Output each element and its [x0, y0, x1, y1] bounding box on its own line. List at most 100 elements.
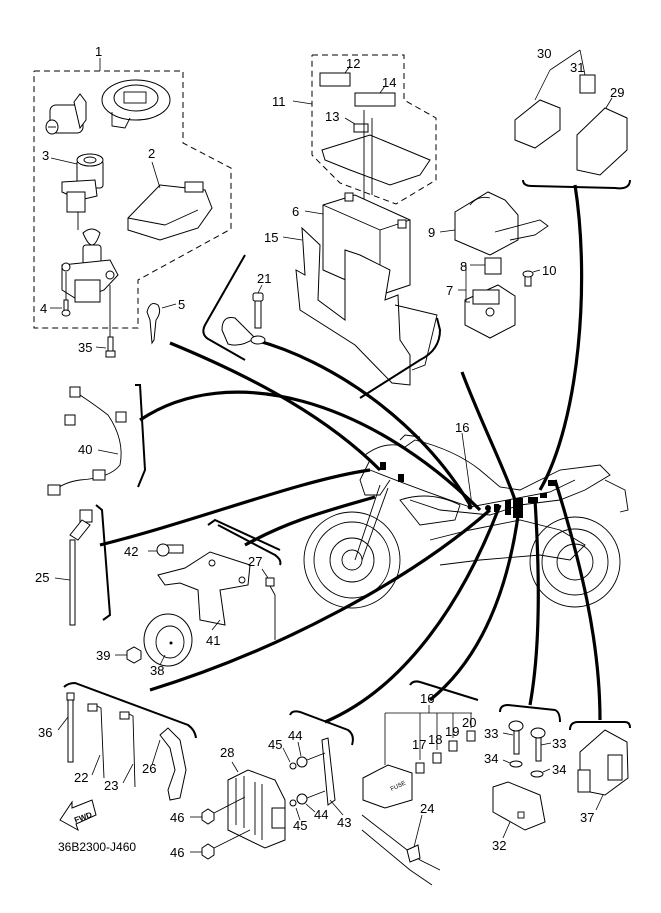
callout-42: 42 — [124, 544, 138, 559]
fuse-box-16 — [362, 764, 413, 809]
main-switch: 3 — [42, 148, 104, 230]
fuse-19 — [448, 740, 458, 752]
callout-38: 38 — [150, 663, 164, 678]
damper-13 — [353, 123, 369, 133]
callout-32: 32 — [492, 838, 506, 853]
callout-36: 36 — [38, 725, 52, 740]
callout-10: 10 — [542, 263, 556, 278]
battery-group-bracket — [359, 317, 442, 399]
battery-band — [321, 134, 431, 186]
damper-45-upper — [289, 762, 297, 770]
nut-46-upper — [201, 808, 215, 825]
connector-relay-group: 30 31 29 — [514, 46, 631, 190]
callout-11: 11 — [272, 94, 286, 109]
damper-12 — [319, 72, 351, 87]
drawing-code: 36B2300-J460 — [58, 840, 136, 854]
motorcycle-outline — [303, 434, 629, 609]
relay-cover: 9 — [428, 191, 549, 256]
screw-33-right — [535, 736, 542, 762]
fuse-17 — [415, 762, 425, 774]
holder-26 — [159, 727, 187, 801]
nut-46-lower — [201, 843, 215, 860]
bands-group: 36 22 23 26 — [38, 681, 197, 801]
callout-35: 35 — [78, 340, 92, 355]
callout-43: 43 — [337, 815, 351, 830]
relay-32-group: 33 33 34 34 32 — [484, 703, 566, 853]
callout-18: 18 — [428, 732, 442, 747]
callout-5: 5 — [178, 297, 185, 312]
band-36 — [67, 699, 74, 763]
fwd-arrow: FWD — [59, 799, 97, 832]
fuse-18 — [432, 752, 442, 764]
band-27: 27 — [217, 524, 282, 640]
flasher-relay-group: 37 — [569, 721, 631, 825]
collar-44-lower — [296, 793, 308, 805]
horn-group: 42 41 38 39 — [96, 518, 281, 678]
seat-lock — [45, 93, 87, 135]
horn-bracket-41 — [157, 551, 251, 626]
sub-lead-group: 40 — [47, 384, 147, 496]
callout-6: 6 — [292, 204, 299, 219]
link-lines — [99, 184, 602, 724]
callout-33-right: 33 — [552, 736, 566, 751]
callout-3: 3 — [42, 148, 49, 163]
connector-30 — [514, 99, 561, 149]
callout-9: 9 — [428, 225, 435, 240]
terminal-31 — [579, 74, 596, 94]
steering-lock — [61, 228, 119, 303]
lock-set-group: 1 3 — [33, 44, 232, 329]
damper-14 — [354, 92, 396, 107]
callout-46-lower: 46 — [170, 845, 184, 860]
callout-40: 40 — [78, 442, 92, 457]
bolt-43-plate — [321, 737, 336, 806]
bolt-21-group: 21 — [202, 254, 271, 361]
callout-44-upper: 44 — [288, 728, 302, 743]
starter-relay: 8 7 10 — [446, 257, 556, 339]
clamp-24 — [406, 844, 421, 863]
collar-44-upper — [296, 756, 308, 768]
callout-26: 26 — [142, 761, 156, 776]
damper-45-lower — [289, 799, 297, 807]
battery-cover: 15 — [264, 226, 438, 386]
bolt-35: 35 — [78, 285, 116, 358]
wiring-harness: 16 — [369, 420, 576, 518]
callout-39: 39 — [96, 648, 110, 663]
callout-20: 20 — [462, 715, 476, 730]
callout-21: 21 — [257, 271, 271, 286]
callout-24: 24 — [420, 801, 434, 816]
callout-2: 2 — [148, 146, 155, 161]
callout-46-upper: 46 — [170, 810, 184, 825]
fuse-8 — [484, 257, 502, 275]
callout-31: 31 — [570, 60, 584, 75]
callout-34-right: 34 — [552, 762, 566, 777]
callout-45-lower: 45 — [293, 818, 307, 833]
callout-14: 14 — [382, 75, 396, 90]
callout-1: 1 — [95, 44, 102, 59]
callout-13: 13 — [325, 109, 339, 124]
callout-16-bike: 16 — [455, 420, 469, 435]
callout-37: 37 — [580, 810, 594, 825]
callout-19: 19 — [445, 724, 459, 739]
callout-22: 22 — [74, 770, 88, 785]
fuse-box-group: 16 17 18 19 20 FUSE 24 — [361, 680, 479, 886]
callout-45-upper: 45 — [268, 737, 282, 752]
relay-32 — [492, 781, 546, 831]
callout-12: 12 — [346, 56, 360, 71]
callout-30: 30 — [537, 46, 551, 61]
fuel-cap — [101, 79, 171, 129]
callout-33-left: 33 — [484, 726, 498, 741]
callout-8: 8 — [460, 259, 467, 274]
callout-17: 17 — [412, 737, 426, 752]
battery-band-kit-group: 11 12 14 13 — [272, 54, 437, 215]
screw-33-left — [513, 729, 520, 755]
relay-29 — [576, 107, 628, 176]
callout-15: 15 — [264, 230, 278, 245]
callout-4: 4 — [40, 301, 47, 316]
callout-16: 16 — [420, 691, 434, 706]
washer-34-left — [509, 760, 523, 768]
key-5: 5 — [146, 297, 185, 345]
callout-7: 7 — [446, 283, 453, 298]
nut-39 — [126, 646, 142, 664]
screw-4: 4 — [40, 272, 71, 317]
